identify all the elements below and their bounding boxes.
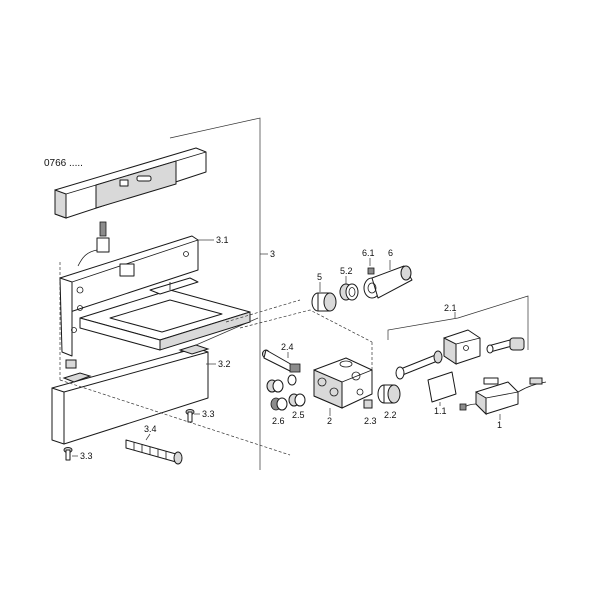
screw-3-3-right [185,409,195,423]
part-1-1-plate [427,371,457,403]
screw-3-3-left [63,447,73,461]
fitting-2-5-top [287,374,297,386]
label-2-3: 2.3 [364,416,377,426]
label-3-1: 3.1 [216,235,229,245]
label-3: 3 [270,249,275,259]
solenoid-block [443,329,481,365]
label-5: 5 [317,272,322,282]
label-2: 2 [327,416,332,426]
part-2-valve-body [313,357,373,409]
label-2-2: 2.2 [384,410,397,420]
label-2-4: 2.4 [281,342,294,352]
label-leaders-top [319,258,391,292]
solenoid-plunger [486,337,525,354]
label-3-3-left: 3.3 [80,451,93,461]
alignment-lines [59,299,373,456]
label-5-2: 5.2 [340,266,353,276]
fitting-2-6 [270,397,288,411]
title-code: 0766 ..... [44,158,83,169]
fitting-2-5 [288,393,306,407]
label-2-5: 2.5 [292,410,305,420]
part-5-2-ring [339,283,359,301]
mounting-frame [59,235,199,369]
label-leaders-left [72,239,268,457]
label-3-2: 3.2 [218,359,231,369]
label-3-3-right: 3.3 [202,409,215,419]
sensor-window-icon [136,175,152,182]
part-1-electronics-module [459,377,547,416]
front-cover [51,344,210,445]
long-screw [125,439,183,465]
connector-cable [77,221,110,267]
part-2-4-valve [262,349,301,373]
part-6-cartridge [363,265,413,299]
assembly-2-1-outline [387,295,529,350]
bracket-tray [79,277,251,351]
part-2-2-coupling [377,384,401,404]
label-2-1: 2.1 [444,303,457,313]
label-6-1: 6.1 [362,248,375,258]
symbol-icon [119,179,129,187]
label-1-1: 1.1 [434,406,447,416]
label-2-6: 2.6 [272,416,285,426]
fitting-2-6-top [266,379,284,393]
solenoid-pipe [395,350,443,380]
label-6: 6 [388,248,393,258]
part-6-1-clip [367,267,375,275]
cover-panel [54,147,207,219]
part-5-nut [311,292,337,312]
label-3-4: 3.4 [144,424,157,434]
part-2-3-screw [363,399,373,409]
label-1: 1 [497,420,502,430]
